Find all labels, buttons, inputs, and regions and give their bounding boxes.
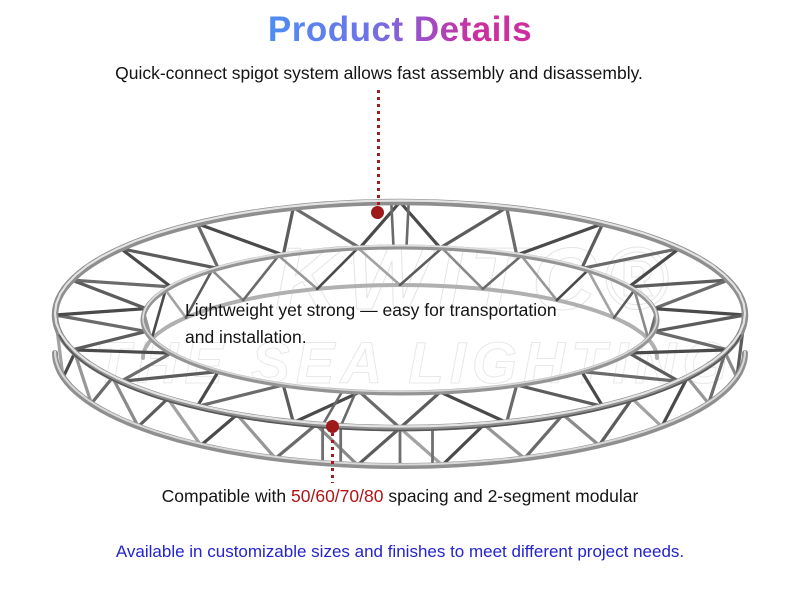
page-title-wrap: Product Details bbox=[0, 10, 800, 50]
page-title: Product Details bbox=[267, 10, 533, 49]
annotation-lightweight-line2: and installation. bbox=[185, 327, 307, 347]
compatibility-spacing-values: 50/60/70/80 bbox=[291, 486, 384, 506]
annotation-lightweight: Lightweight yet strong — easy for transp… bbox=[185, 297, 557, 351]
annotation-footer: Available in customizable sizes and fini… bbox=[115, 542, 685, 561]
compatibility-suffix: spacing and 2-segment modular bbox=[383, 486, 639, 506]
annotation-compatibility: Compatible with 50/60/70/80 spacing and … bbox=[0, 486, 800, 507]
compatibility-prefix: Compatible with bbox=[161, 486, 292, 506]
callout-dot-top bbox=[371, 206, 384, 219]
annotation-lightweight-line1: Lightweight yet strong — easy for transp… bbox=[185, 300, 557, 320]
annotation-quick-connect: Quick-connect spigot system allows fast … bbox=[115, 63, 643, 83]
callout-dot-bottom bbox=[326, 420, 339, 433]
callout-leader-bottom bbox=[331, 433, 334, 483]
callout-leader-top bbox=[377, 90, 380, 207]
